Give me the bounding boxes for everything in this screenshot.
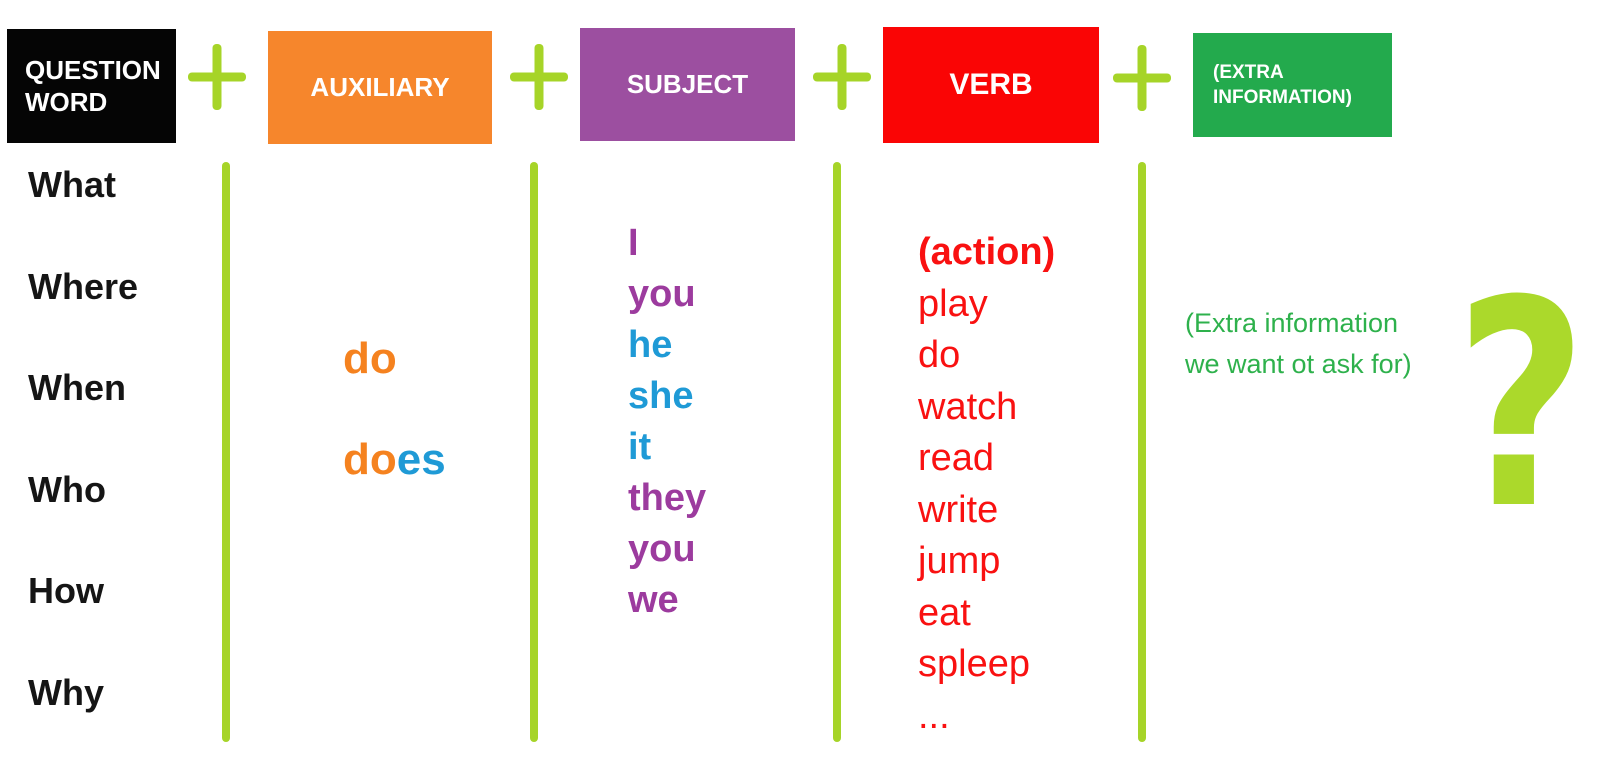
plus-icon (813, 44, 871, 110)
subject-pronoun: we (628, 579, 679, 621)
extra-information-box: (EXTRA INFORMATION) (1193, 33, 1392, 137)
question-word: How (28, 570, 104, 612)
auxiliary-box: AUXILIARY (268, 31, 492, 144)
subjects-column: I you he she it they you we (628, 218, 706, 626)
subject-box: SUBJECT (580, 28, 795, 141)
verb-item: spleep (918, 643, 1030, 685)
subject-pronoun: they (628, 477, 707, 519)
question-mark-icon: ? (1455, 240, 1588, 572)
verbs-column: (action) play do watch read write jump e… (918, 227, 1055, 742)
verb-item: ... (918, 694, 950, 737)
plus-icon (1113, 45, 1171, 111)
extra-information-box-label: (EXTRA INFORMATION) (1213, 62, 1352, 108)
question-word: Who (28, 468, 106, 510)
extra-information-note: (Extra information we want ot ask for) (1185, 303, 1412, 385)
question-word-box-label: QUESTION WORD (25, 55, 161, 117)
auxiliary-word-does: does (343, 438, 446, 482)
question-word: When (28, 367, 126, 409)
verb-box-label: VERB (949, 68, 1033, 101)
verb-item: eat (918, 591, 971, 634)
column-divider-line (530, 162, 538, 742)
question-word: Why (28, 671, 104, 713)
question-word-box: QUESTION WORD (7, 29, 176, 143)
plus-icon (188, 44, 246, 110)
verb-item: watch (918, 385, 1018, 428)
subject-pronoun: she (628, 375, 694, 417)
does-suffix: es (396, 435, 446, 484)
question-word: What (28, 164, 116, 205)
verb-item: play (918, 282, 988, 325)
subject-pronoun: it (628, 426, 652, 468)
plus-icon (510, 44, 568, 110)
verb-item: jump (918, 540, 1001, 582)
verb-heading: (action) (918, 231, 1056, 273)
auxiliary-word-do: do (343, 334, 397, 383)
question-words-column: What Where When Who How Why (28, 167, 208, 711)
column-divider-line (1138, 162, 1146, 742)
question-word: Where (28, 265, 139, 307)
subject-pronoun: you (628, 528, 696, 570)
column-divider-line (833, 162, 841, 742)
verb-item: read (918, 437, 995, 479)
auxiliary-box-label: AUXILIARY (310, 72, 450, 102)
subject-pronoun: he (628, 324, 673, 366)
does-prefix: do (343, 435, 397, 484)
column-divider-line (222, 162, 230, 742)
subject-pronoun: you (628, 273, 696, 315)
verb-box: VERB (883, 27, 1099, 143)
subject-box-label: SUBJECT (626, 69, 749, 99)
extra-information-line: (Extra information (1185, 308, 1399, 338)
extra-information-line: we want ot ask for) (1185, 349, 1412, 379)
subject-pronoun: I (628, 222, 639, 264)
verb-item: write (918, 488, 999, 531)
verb-item: do (918, 334, 961, 376)
